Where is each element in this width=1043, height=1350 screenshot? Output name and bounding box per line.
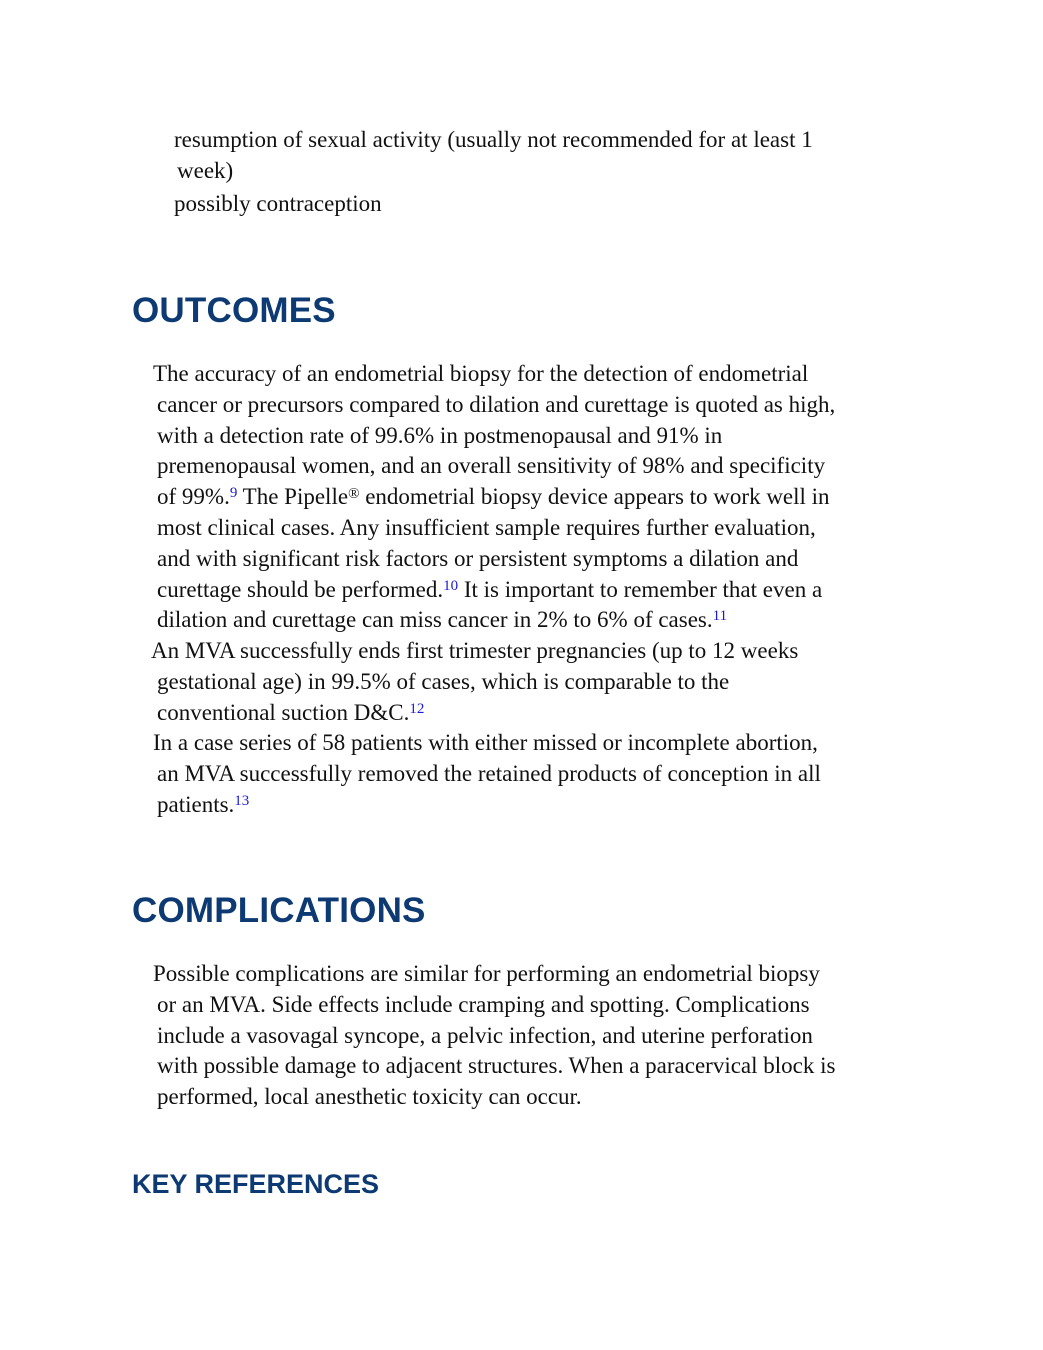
complications-paragraph: Possible complications are similar for p… <box>153 959 933 1113</box>
text-fragment: The Pipelle <box>237 484 349 510</box>
reference-link-12[interactable]: 12 <box>409 700 425 717</box>
outcomes-heading: OUTCOMES <box>132 291 336 330</box>
text-line: with a detection rate of 99.6% in postme… <box>157 422 723 448</box>
text-line: In a case series of 58 patients with eit… <box>153 730 818 755</box>
registered-mark: ® <box>348 486 360 503</box>
list-item-text-continued: week) <box>177 158 234 183</box>
outcomes-paragraph-case-series: In a case series of 58 patients with eit… <box>153 728 933 820</box>
outcomes-paragraph-mva: An MVA successfully ends first trimester… <box>151 636 931 728</box>
text-line: gestational age) in 99.5% of cases, whic… <box>157 668 730 694</box>
text-line: or an MVA. Side effects include cramping… <box>157 991 810 1017</box>
text-fragment: of 99%. <box>157 484 230 510</box>
text-line: cancer or precursors compared to dilatio… <box>157 391 836 417</box>
key-references-heading: KEY REFERENCES <box>132 1169 380 1199</box>
text-line: and with significant risk factors or per… <box>157 545 799 571</box>
text-line: The accuracy of an endometrial biopsy fo… <box>153 361 809 386</box>
text-line: an MVA successfully removed the retained… <box>157 760 821 786</box>
text-fragment: curettage should be performed. <box>157 576 444 602</box>
text-fragment: dilation and curettage can miss cancer i… <box>157 607 713 633</box>
text-fragment: conventional suction D&C. <box>157 699 410 725</box>
list-item-text: resumption of sexual activity (usually n… <box>174 127 813 152</box>
text-line: performed, local anesthetic toxicity can… <box>157 1084 582 1110</box>
text-line: dilation and curettage can miss cancer i… <box>153 605 933 636</box>
list-item-text: possibly contraception <box>174 191 382 216</box>
outcomes-paragraph-accuracy: The accuracy of an endometrial biopsy fo… <box>153 359 933 636</box>
text-fragment: patients. <box>157 791 235 817</box>
text-line: premenopausal women, and an overall sens… <box>157 453 826 479</box>
text-line: An MVA successfully ends first trimester… <box>151 638 799 663</box>
text-line: of 99%.9 The Pipelle® endometrial biopsy… <box>153 482 933 513</box>
text-line: Possible complications are similar for p… <box>153 961 820 986</box>
reference-link-11[interactable]: 11 <box>712 608 728 625</box>
text-fragment: endometrial biopsy device appears to wor… <box>359 484 830 510</box>
reference-link-13[interactable]: 13 <box>234 792 250 809</box>
text-fragment: It is important to remember that even a <box>458 576 823 602</box>
complications-heading: COMPLICATIONS <box>132 891 426 930</box>
text-line: conventional suction D&C.12 <box>151 698 931 729</box>
reference-link-9[interactable]: 9 <box>229 485 238 502</box>
reference-link-10[interactable]: 10 <box>443 577 459 594</box>
text-line: patients.13 <box>153 790 933 821</box>
list-item: possibly contraception <box>174 188 382 219</box>
text-line: most clinical cases. Any insufficient sa… <box>157 514 816 540</box>
text-line: curettage should be performed.10 It is i… <box>153 575 933 606</box>
text-line: include a vasovagal syncope, a pelvic in… <box>157 1022 813 1048</box>
text-line: with possible damage to adjacent structu… <box>157 1053 836 1079</box>
list-item: resumption of sexual activity (usually n… <box>174 124 813 186</box>
